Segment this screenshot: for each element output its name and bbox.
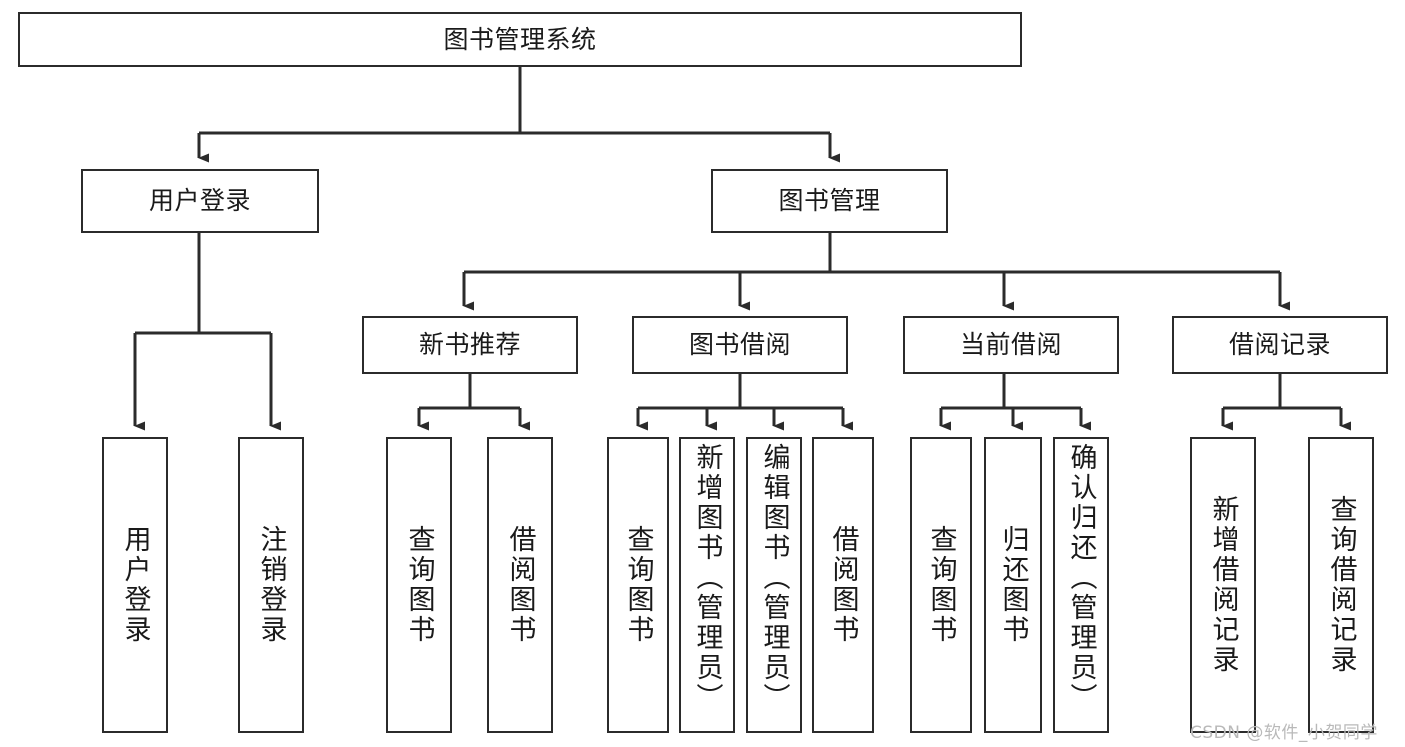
leaf-borrow-book-bb[interactable]: 借阅图书 (812, 437, 874, 733)
leaf-borrow-book-nb-label: 借阅图书 (504, 525, 536, 645)
node-user-login-label: 用户登录 (148, 186, 251, 216)
leaf-edit-book-admin-label: 编辑图书（管理员） (758, 443, 790, 713)
node-root[interactable]: 图书管理系统 (18, 12, 1022, 67)
leaf-query-book-nb-label: 查询图书 (403, 525, 435, 645)
node-user-login[interactable]: 用户登录 (81, 169, 319, 233)
leaf-query-book-bb[interactable]: 查询图书 (607, 437, 669, 733)
leaf-query-book-nb[interactable]: 查询图书 (386, 437, 452, 733)
leaf-add-book-admin-label: 新增图书（管理员） (691, 443, 723, 713)
leaf-query-borrow-record-label: 查询借阅记录 (1325, 495, 1357, 675)
leaf-logout-login[interactable]: 注销登录 (238, 437, 304, 733)
leaf-confirm-return-admin[interactable]: 确认归还（管理员） (1053, 437, 1109, 733)
leaf-user-login[interactable]: 用户登录 (102, 437, 168, 733)
node-new-book-recommend-label: 新书推荐 (418, 330, 521, 360)
node-current-borrow[interactable]: 当前借阅 (903, 316, 1119, 374)
leaf-add-borrow-record-label: 新增借阅记录 (1207, 495, 1239, 675)
leaf-edit-book-admin[interactable]: 编辑图书（管理员） (746, 437, 802, 733)
node-borrow-record-label: 借阅记录 (1228, 330, 1331, 360)
leaf-logout-login-label: 注销登录 (255, 525, 287, 645)
leaf-borrow-book-nb[interactable]: 借阅图书 (487, 437, 553, 733)
leaf-query-borrow-record[interactable]: 查询借阅记录 (1308, 437, 1374, 733)
leaf-borrow-book-bb-label: 借阅图书 (827, 525, 859, 645)
node-book-management[interactable]: 图书管理 (711, 169, 948, 233)
node-new-book-recommend[interactable]: 新书推荐 (362, 316, 578, 374)
leaf-add-book-admin[interactable]: 新增图书（管理员） (679, 437, 735, 733)
node-current-borrow-label: 当前借阅 (959, 330, 1062, 360)
leaf-query-book-cb[interactable]: 查询图书 (910, 437, 972, 733)
leaf-confirm-return-admin-label: 确认归还（管理员） (1065, 443, 1097, 713)
leaf-query-book-bb-label: 查询图书 (622, 525, 654, 645)
leaf-return-book[interactable]: 归还图书 (984, 437, 1042, 733)
node-book-management-label: 图书管理 (778, 186, 881, 216)
node-borrow-record[interactable]: 借阅记录 (1172, 316, 1388, 374)
node-book-borrow[interactable]: 图书借阅 (632, 316, 848, 374)
csdn-watermark: CSDN @软件_小贺同学 (1190, 723, 1378, 743)
node-book-borrow-label: 图书借阅 (688, 330, 791, 360)
node-root-label: 图书管理系统 (443, 24, 597, 54)
leaf-add-borrow-record[interactable]: 新增借阅记录 (1190, 437, 1256, 733)
leaf-query-book-cb-label: 查询图书 (925, 525, 957, 645)
leaf-user-login-label: 用户登录 (119, 525, 151, 645)
leaf-return-book-label: 归还图书 (997, 525, 1029, 645)
